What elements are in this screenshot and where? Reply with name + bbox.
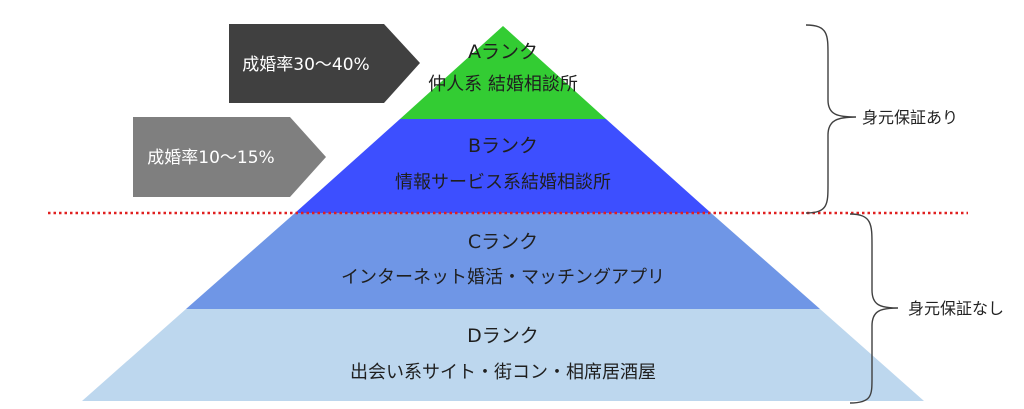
brace-unverified-label: 身元保証なし	[908, 299, 1004, 318]
tier-d-subtitle: 出会い系サイト・街コン・相席居酒屋	[350, 362, 656, 383]
tier-b-subtitle: 情報サービス系結婚相談所	[395, 172, 611, 193]
brace-verified-label: 身元保証あり	[862, 108, 958, 127]
tier-c-shape	[186, 213, 820, 309]
tier-a-subtitle: 仲人系 結婚相談所	[428, 74, 578, 95]
tier-b-shape	[295, 119, 711, 213]
brace-verified	[805, 24, 857, 214]
tier-c-subtitle: インターネット婚活・マッチングアプリ	[341, 267, 665, 288]
success-rate-label-top: 成婚率30〜40%	[242, 55, 369, 75]
success-rate-arrow-bottom	[133, 117, 326, 197]
success-rate-label-bottom: 成婚率10〜15%	[147, 148, 274, 168]
tier-a-shape	[400, 26, 606, 119]
success-rate-arrow-top	[229, 24, 420, 103]
tier-d-title: Dランク	[467, 325, 539, 347]
tier-c-title: Cランク	[468, 231, 538, 253]
brace-unverified	[849, 213, 899, 404]
tier-a-title: Aランク	[468, 41, 538, 63]
tier-b-title: Bランク	[468, 135, 538, 157]
tier-d-shape	[82, 309, 924, 401]
